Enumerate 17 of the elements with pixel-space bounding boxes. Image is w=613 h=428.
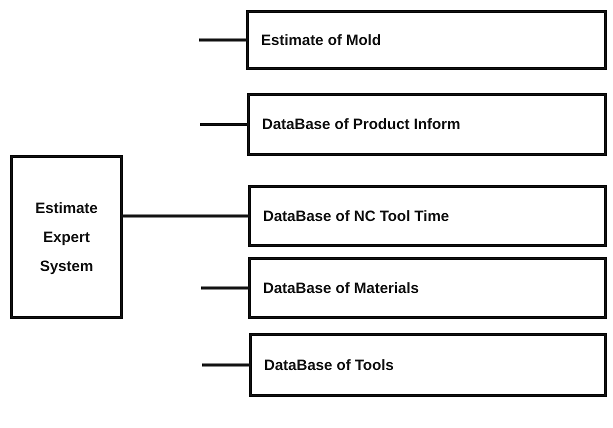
box-label: DataBase of Materials [262,280,420,296]
box-label: DataBase of Tools [263,356,395,374]
connector-line [201,286,248,290]
process-box [246,10,607,70]
connector-line [202,364,249,366]
connector-line [200,123,247,126]
box-label: Estimate Expert System [34,198,99,276]
box-label: DataBase of NC Tool Time [262,208,450,224]
process-box [248,185,607,247]
process-box [248,257,607,319]
process-box [249,333,607,397]
connector-line [199,38,246,42]
box-label: DataBase of Product Inform [261,116,462,133]
process-box [10,155,123,319]
connector-line [123,214,248,218]
box-label: Estimate of Mold [260,32,382,48]
process-box [247,93,607,156]
